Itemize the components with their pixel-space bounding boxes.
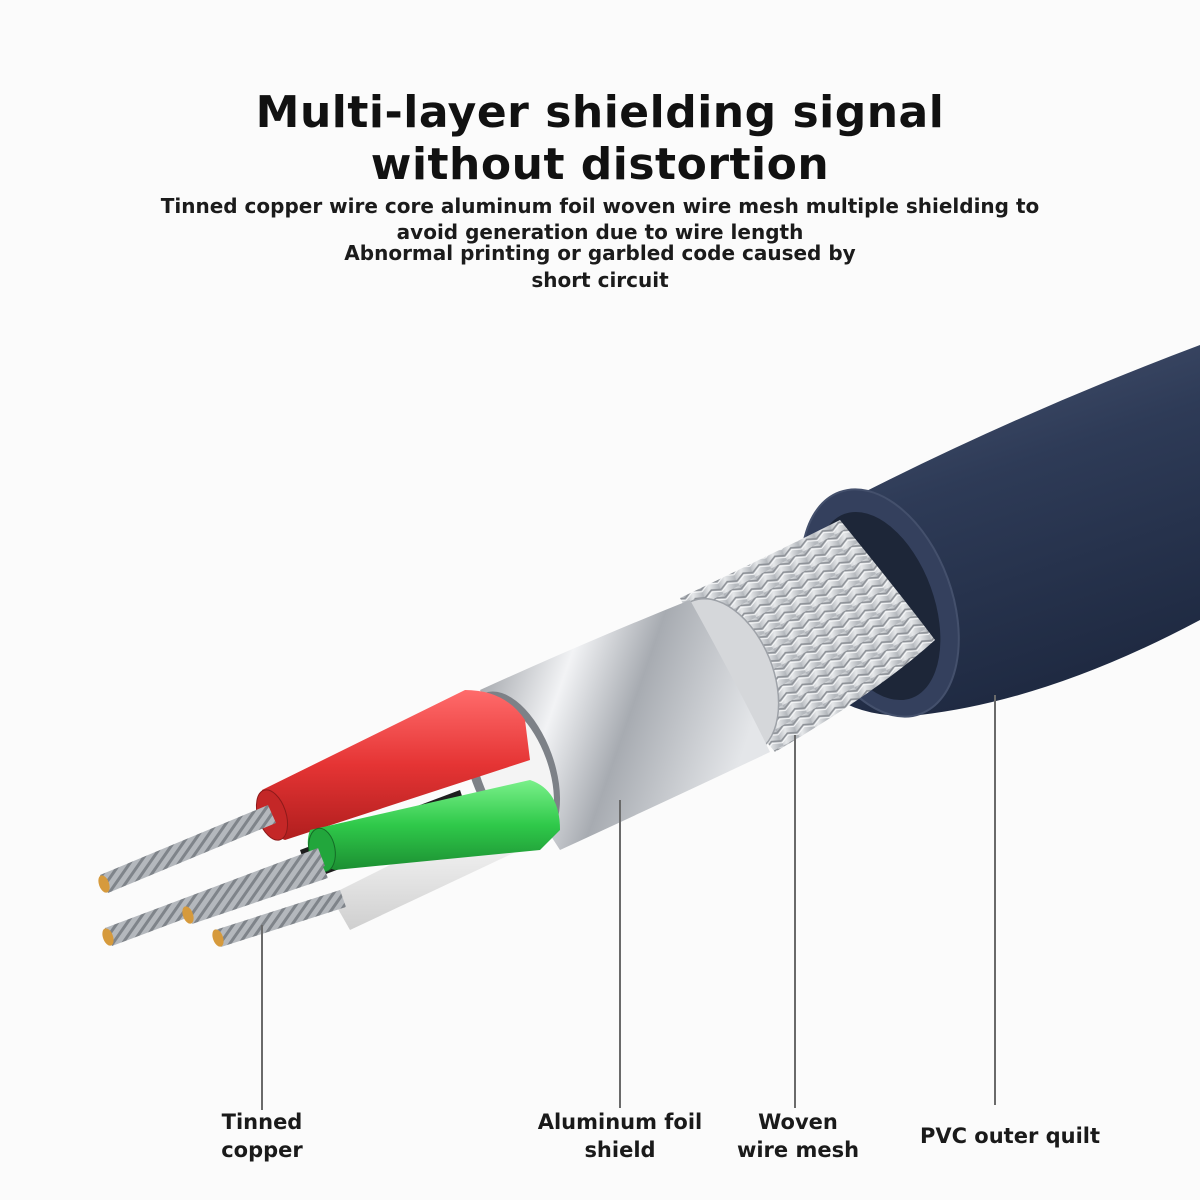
green-wire [307, 780, 560, 870]
heading-line-2: without distortion [370, 139, 830, 190]
callout-woven-mesh: Woven wire mesh [728, 1108, 868, 1164]
subtext-line-2: avoid generation due to wire length [396, 220, 804, 244]
callout-aluminum-foil: Aluminum foil shield [525, 1108, 715, 1164]
callout-tinned-copper: Tinned copper [198, 1108, 326, 1164]
subtext-line-4: short circuit [531, 268, 669, 292]
callout-tinned-copper-line-2: copper [221, 1138, 303, 1162]
subtext-line-3: Abnormal printing or garbled code caused… [344, 241, 856, 265]
heading-line-1: Multi-layer shielding signal [255, 87, 945, 138]
callout-aluminum-foil-line-2: shield [584, 1138, 656, 1162]
callout-tinned-copper-line-1: Tinned [221, 1110, 303, 1134]
callout-woven-mesh-line-1: Woven [758, 1110, 838, 1134]
red-wire [260, 690, 530, 840]
callout-pvc-outer-line-1: PVC outer quilt [919, 1124, 1101, 1148]
tinned-copper-strands [98, 805, 346, 947]
callout-pvc-outer: PVC outer quilt [905, 1122, 1115, 1150]
callout-woven-mesh-line-2: wire mesh [736, 1138, 860, 1162]
inner-wires [255, 690, 560, 930]
callout-aluminum-foil-line-1: Aluminum foil [537, 1110, 703, 1134]
subtext-line-1: Tinned copper wire core aluminum foil wo… [160, 194, 1040, 218]
